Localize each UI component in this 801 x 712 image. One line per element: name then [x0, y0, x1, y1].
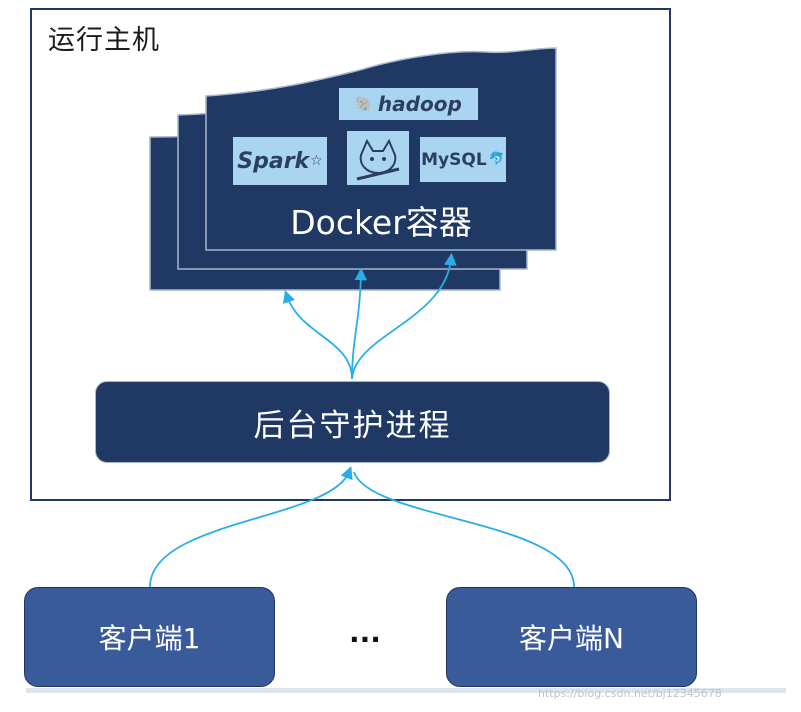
spark-logo-text: Spark — [237, 148, 310, 174]
docker-container-label: Docker容器 — [290, 203, 472, 242]
tomcat-icon — [356, 138, 400, 181]
client-n-box: 客户端N — [446, 587, 697, 687]
arrow-daemon-to-container-left — [283, 290, 353, 380]
daemon-label: 后台守护进程 — [253, 407, 452, 444]
client-n-label: 客户端N — [519, 622, 624, 655]
arrow-clientn-to-daemon — [353, 471, 575, 588]
mysql-logo: MySQL 🐬 — [420, 137, 506, 182]
arrow-client1-to-daemon — [149, 466, 353, 588]
hadoop-logo: 🐘 hadoop — [339, 88, 478, 120]
arrow-daemon-to-container-right — [351, 252, 457, 380]
client-1-box: 客户端1 — [24, 587, 275, 687]
star-icon: ☆ — [310, 153, 323, 169]
watermark: https://blog.csdn.net/bj12345678 — [538, 687, 722, 700]
dolphin-icon: 🐬 — [488, 152, 505, 167]
bottom-divider — [26, 688, 786, 693]
hadoop-logo-text: hadoop — [377, 92, 462, 116]
host-label: 运行主机 — [48, 25, 160, 56]
mysql-logo-text: MySQL — [421, 149, 487, 170]
client-1-label: 客户端1 — [98, 622, 201, 655]
clients-ellipsis: ... — [349, 616, 381, 649]
tomcat-logo — [347, 131, 409, 185]
spark-logo: Spark ☆ — [233, 137, 327, 185]
daemon-box: 后台守护进程 — [95, 381, 610, 463]
elephant-icon: 🐘 — [355, 95, 374, 113]
arrow-daemon-to-container-center — [351, 267, 368, 380]
